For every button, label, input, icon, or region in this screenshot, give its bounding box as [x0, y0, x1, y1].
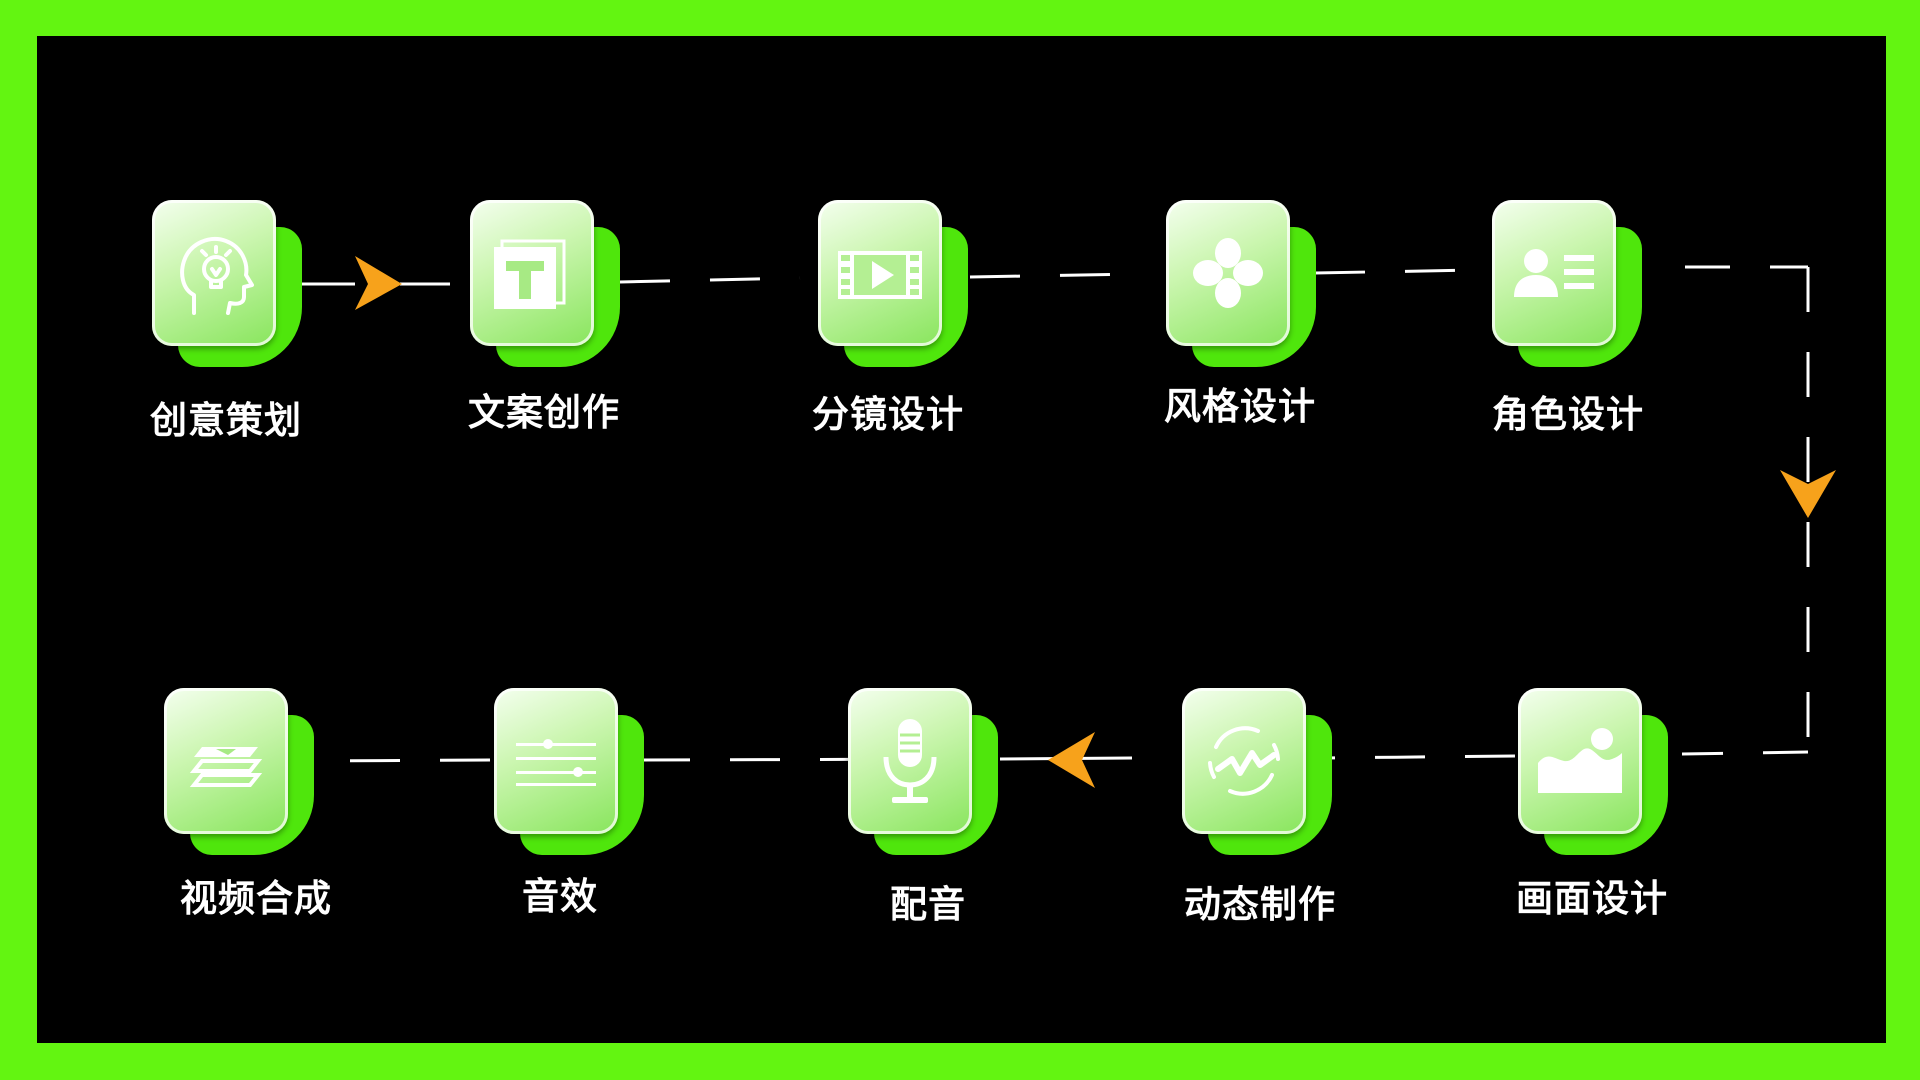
step-label: 动态制作	[1184, 883, 1336, 926]
image-landscape-icon	[1538, 728, 1622, 793]
step-sound-effects[interactable]	[494, 688, 654, 855]
step-video-compositing[interactable]	[164, 688, 324, 855]
step-copywriting[interactable]	[470, 200, 630, 367]
step-label: 角色设计	[1492, 393, 1644, 436]
step-label: 音效	[522, 875, 598, 918]
step-creative-planning[interactable]	[152, 200, 312, 367]
connector-corner-6	[1681, 750, 1809, 756]
connector-9-10	[314, 758, 491, 763]
motion-refresh-icon	[1208, 726, 1280, 796]
connector-4-5	[1314, 268, 1476, 275]
microphone-icon	[883, 719, 937, 803]
step-style-design[interactable]	[1166, 200, 1326, 367]
text-t-icon	[494, 239, 566, 309]
clover-icon	[1193, 238, 1263, 308]
user-card-icon	[1514, 249, 1594, 297]
layers-stack-icon	[189, 747, 263, 787]
step-label: 创意策划	[150, 399, 302, 442]
step-motion-production[interactable]	[1182, 688, 1342, 855]
step-label: 画面设计	[1516, 877, 1668, 920]
arrow-down-icon	[1780, 470, 1836, 518]
connector-3-4	[969, 272, 1141, 279]
step-label: 风格设计	[1164, 385, 1316, 428]
step-label: 分镜设计	[812, 393, 964, 436]
step-scene-design[interactable]	[1518, 688, 1678, 855]
equalizer-sliders-icon	[516, 739, 596, 786]
step-label: 配音	[890, 883, 966, 926]
arrow-left-icon	[1048, 732, 1095, 788]
connector-6-7	[1319, 754, 1516, 760]
film-play-icon	[838, 251, 922, 299]
arrow-right-icon	[355, 256, 402, 310]
step-label: 视频合成	[180, 877, 332, 920]
head-lightbulb-icon	[180, 237, 254, 315]
connector-2-3	[619, 276, 801, 284]
step-voiceover[interactable]	[848, 688, 1008, 855]
step-storyboard[interactable]	[818, 200, 978, 367]
step-character-design[interactable]	[1492, 200, 1652, 367]
step-label: 文案创作	[468, 391, 620, 434]
